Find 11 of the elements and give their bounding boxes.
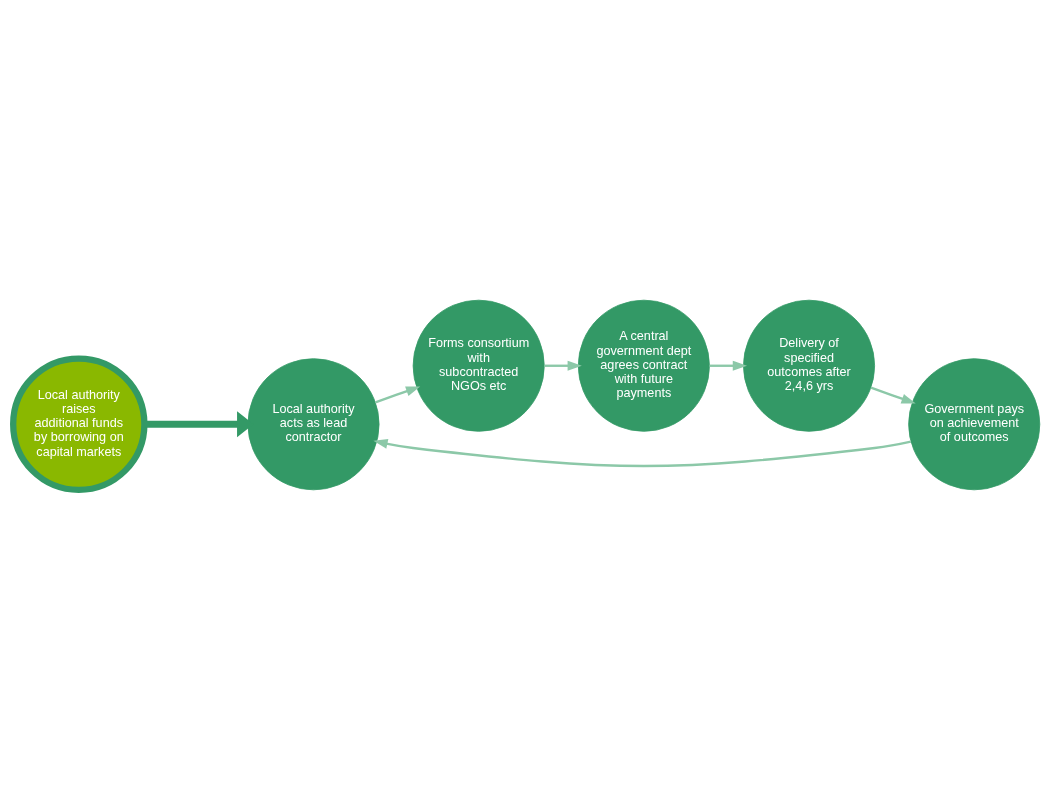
arrow bbox=[870, 386, 916, 404]
arrow bbox=[375, 386, 421, 404]
arrow bbox=[544, 360, 582, 371]
node-circle: Local authority raises additional funds by borrowing on capital markets bbox=[10, 355, 148, 493]
arrow bbox=[373, 438, 912, 468]
node-circle: A central government dept agrees contract with future payments bbox=[577, 299, 710, 432]
node-circle: Local authority acts as lead contractor bbox=[247, 358, 380, 491]
node-circle: Forms consortium with subcontracted NGOs etc bbox=[412, 299, 545, 432]
arrow bbox=[709, 360, 748, 371]
node-circle: Government pays on achievement of outcomes bbox=[908, 358, 1041, 491]
node-circle: Delivery of specified outcomes after 2,4,6 yrs bbox=[743, 299, 876, 432]
